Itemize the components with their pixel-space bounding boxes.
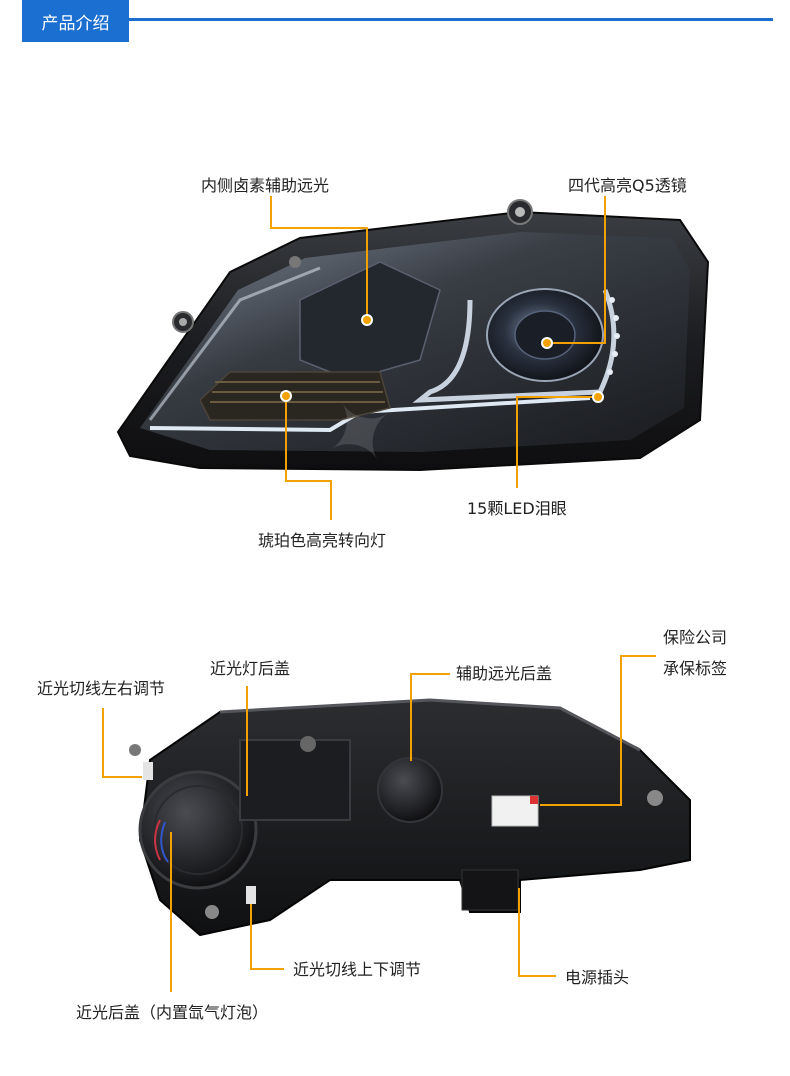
leader-line	[540, 804, 622, 806]
callout-dot	[361, 314, 373, 326]
leader-line	[548, 342, 606, 344]
label-ud-adjust: 近光切线上下调节	[293, 960, 422, 979]
label-q5-lens: 四代高亮Q5透镜	[568, 176, 687, 195]
leader-line	[285, 480, 332, 482]
leader-line	[410, 673, 450, 675]
label-lr-adjust: 近光切线左右调节	[37, 679, 166, 698]
leader-line	[620, 655, 622, 805]
section-tab: 产品介绍	[22, 0, 129, 42]
leader-line	[604, 196, 606, 344]
label-power-plug: 电源插头	[565, 968, 630, 987]
leader-line	[170, 832, 172, 992]
label-insurance-line1: 保险公司	[663, 628, 728, 647]
label-inner-halogen: 内侧卤素辅助远光	[201, 176, 330, 195]
label-aux-cover: 辅助远光后盖	[456, 664, 553, 683]
section-divider	[129, 18, 773, 21]
leader-line	[270, 227, 368, 229]
leader-line	[410, 673, 412, 761]
callout-dot	[280, 390, 292, 402]
leader-line	[250, 968, 284, 970]
label-insurance-line2: 承保标签	[663, 659, 728, 678]
label-led-eyebrow: 15颗LED泪眼	[467, 499, 567, 518]
leader-line	[518, 888, 520, 976]
label-amber-turn: 琥珀色高亮转向灯	[258, 531, 387, 550]
leader-line	[330, 480, 332, 520]
label-lowbeam-back: 近光后盖（内置氙气灯泡）	[76, 1003, 269, 1022]
leader-line	[518, 975, 556, 977]
label-lowbeam-cover: 近光灯后盖	[210, 659, 291, 678]
leader-line	[250, 904, 252, 970]
leader-line	[516, 396, 598, 398]
section-title: 产品介绍	[41, 13, 110, 34]
leader-line	[285, 396, 287, 482]
leader-line	[516, 396, 518, 488]
leader-line	[620, 655, 656, 657]
callout-dot	[541, 337, 553, 349]
leader-line	[246, 686, 248, 796]
leader-line	[102, 708, 104, 778]
callout-dot	[592, 391, 604, 403]
leader-line	[270, 196, 272, 228]
leader-line	[102, 776, 142, 778]
leader-line	[366, 227, 368, 321]
